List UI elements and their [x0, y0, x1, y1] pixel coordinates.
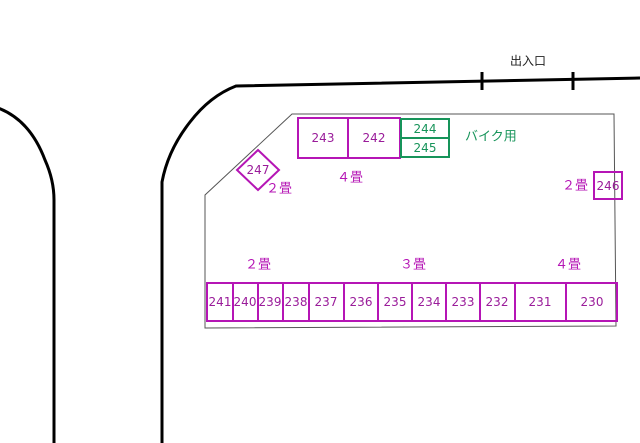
road-main-curve: [160, 76, 640, 443]
size-label-right: ２畳: [562, 179, 588, 194]
unit-246-label: 246: [597, 179, 620, 193]
unit-230-label: 230: [581, 295, 604, 309]
unit-241-label: 241: [209, 295, 232, 309]
unit-245[interactable]: [400, 137, 450, 158]
unit-237-label: 237: [315, 295, 338, 309]
size-label-bottom-right: ４畳: [555, 258, 581, 273]
unit-235-label: 235: [384, 295, 407, 309]
road-left-curve: [0, 107, 56, 443]
unit-232-label: 232: [486, 295, 509, 309]
unit-244-label: 244: [414, 122, 437, 136]
unit-242-label: 242: [363, 131, 386, 145]
unit-247[interactable]: [235, 148, 281, 192]
entrance-label: 出入口: [510, 54, 546, 68]
unit-240-label: 240: [234, 295, 257, 309]
size-label-bottom-mid: ３畳: [400, 258, 426, 273]
unit-238-label: 238: [285, 295, 308, 309]
unit-247-label: 247: [247, 163, 270, 177]
unit-233-label: 233: [452, 295, 475, 309]
size-label-top-left: ２畳: [266, 182, 292, 197]
size-label-bottom-left: ２畳: [245, 258, 271, 273]
unit-234-label: 234: [418, 295, 441, 309]
unit-239-label: 239: [259, 295, 282, 309]
unit-236-label: 236: [350, 295, 373, 309]
unit-243-label: 243: [312, 131, 335, 145]
unit-231-label: 231: [529, 295, 552, 309]
lot-outline: [204, 113, 617, 329]
unit-246[interactable]: [593, 171, 623, 200]
bike-area-label: バイク用: [465, 130, 517, 145]
size-label-top-mid: ４畳: [337, 171, 363, 186]
unit-245-label: 245: [414, 141, 437, 155]
